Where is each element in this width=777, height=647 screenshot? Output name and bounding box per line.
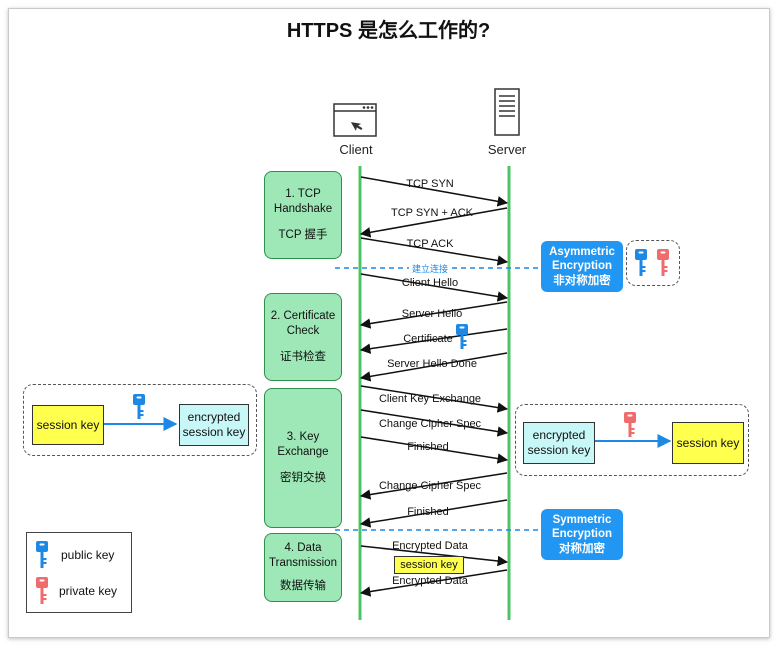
msg-server-hello-done: Server Hello Done [387,358,477,370]
stage-data-transmission: 4. Data Transmission 数据传输 [264,533,342,602]
stage-certificate-check: 2. Certificate Check 证书检查 [264,293,342,381]
client-encryption-box [23,384,257,456]
client-label: Client [339,142,373,157]
blue-key-icon [635,249,647,282]
legend-private-key-label: private key [59,584,118,598]
arrow-change-cipher-spec-server [359,472,508,500]
symmetric-cn: 对称加密 [559,542,605,555]
arrow-tcp-ack [360,237,509,266]
server-encrypted-session-key: encrypted session key [523,422,595,464]
divider-connection-label: 建立连接 [408,262,452,275]
stage-tcp-handshake: 1. TCP Handshake TCP 握手 [264,171,342,259]
arrow-client-key-exchange [360,385,509,413]
stage-certificate-check-label: 2. Certificate Check [270,309,336,337]
msg-client-key-exchange: Client Key Exchange [378,393,482,405]
key-pair-box [626,240,680,286]
server-private-key-icon [624,412,636,443]
symmetric-line2: Encryption [551,528,613,541]
msg-finished-client: Finished [407,441,449,453]
server-session-key: session key [672,422,744,464]
server-tower-icon [494,88,520,141]
data-session-key: session key [394,556,464,574]
red-key-icon [657,249,669,282]
arrow-server-hello [359,301,508,329]
symmetric-encryption-badge: Symmetric Encryption 对称加密 [541,509,623,561]
msg-encrypted-data-to-client: Encrypted Data [392,575,468,587]
legend-public-key-label: public key [61,548,115,562]
msg-server-hello: Server Hello [401,308,463,320]
stage-key-exchange-label: 3. Key Exchange [277,430,329,458]
asymmetric-line2: Encryption [551,260,613,273]
asymmetric-encryption-badge: Asymmetric Encryption 非对称加密 [541,241,623,293]
stage-tcp-handshake-label: 1. TCP Handshake [273,187,333,215]
certificate-public-key-icon [456,324,468,355]
arrow-change-cipher-spec-client [360,409,509,437]
legend-private-key-icon [36,577,48,610]
arrow-encrypted-data-to-client [359,569,508,597]
legend-public-key-icon [36,541,48,574]
msg-tcp-syn: TCP SYN [406,178,454,190]
stage-data-transmission-label: 4. Data Transmission [269,542,337,570]
stage-certificate-check-cn: 证书检查 [280,351,326,364]
diagram-title: HTTPS 是怎么工作的? [286,20,491,42]
stage-data-transmission-cn: 数据传输 [280,579,326,592]
server-decryption-box [515,404,749,476]
msg-tcp-ack: TCP ACK [406,238,454,250]
stage-key-exchange-cn: 密钥交换 [280,472,326,485]
asymmetric-line1: Asymmetric [549,246,615,258]
client-public-key-icon [133,394,145,425]
diagram-frame [8,8,770,638]
msg-tcp-syn-ack: TCP SYN + ACK [390,207,474,219]
msg-change-cipher-spec-client: Change Cipher Spec [378,418,482,430]
msg-certificate: Certificate [403,333,453,345]
client-session-key: session key [32,405,104,445]
arrow-finished-server [359,499,508,528]
arrow-finished-client [360,436,509,464]
stage-key-exchange: 3. Key Exchange 密钥交换 [264,388,342,528]
server-label: Server [487,142,527,157]
msg-encrypted-data-to-server: Encrypted Data [392,540,468,552]
msg-change-cipher-spec-server: Change Cipher Spec [378,480,482,492]
stage-tcp-handshake-cn: TCP 握手 [278,229,328,242]
arrow-client-hello [360,273,509,302]
symmetric-line1: Symmetric [552,514,612,526]
arrow-tcp-syn [360,176,509,207]
browser-window-icon [333,103,377,142]
arrow-tcp-syn-ack [359,207,508,238]
client-encrypted-session-key: encrypted session key [179,404,249,446]
msg-client-hello: Client Hello [401,277,459,289]
arrow-server-hello-done [359,352,508,382]
arrow-encrypted-data-to-server [360,545,509,567]
msg-finished-server: Finished [407,506,449,518]
arrow-certificate [359,328,508,354]
asymmetric-cn: 非对称加密 [553,274,611,287]
legend: public key private key [26,532,132,613]
